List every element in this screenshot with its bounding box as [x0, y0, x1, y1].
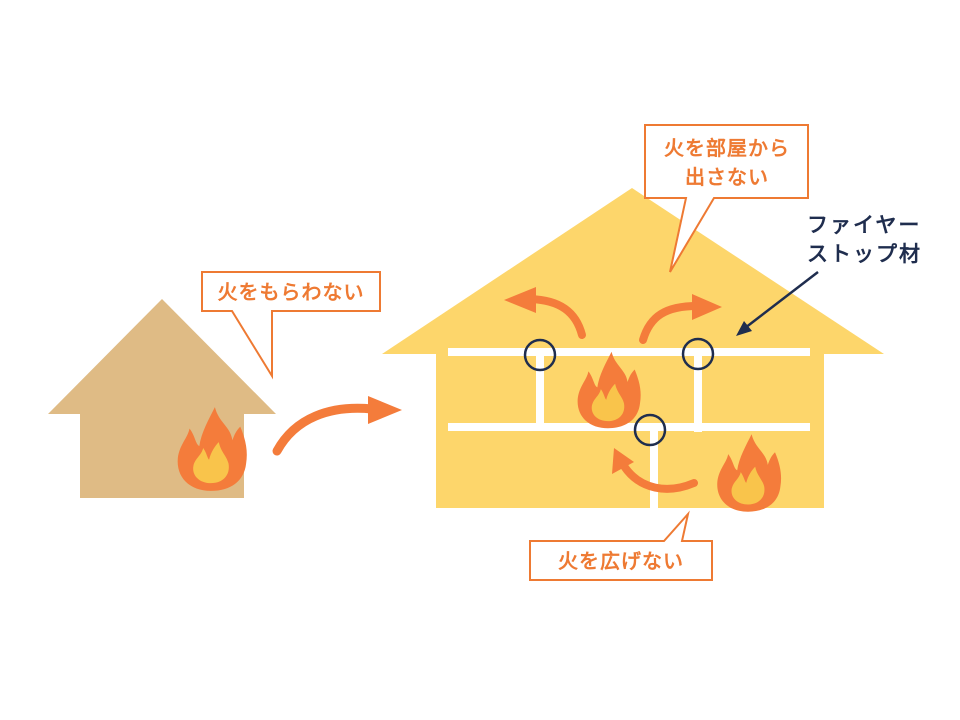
firestop-circle — [681, 337, 715, 371]
callout-no-catch-fire-text: 火をもらわない — [218, 280, 365, 304]
firestop-label-line1: ファイヤー — [807, 213, 921, 237]
house-frame — [448, 348, 810, 508]
callout-no-exit-room-line1: 火を部屋から — [664, 136, 790, 160]
callout-no-exit-room-line2: 出さない — [685, 165, 769, 189]
lower-left-arrow — [612, 448, 698, 493]
callout-no-spread-text: 火を広げない — [558, 549, 684, 573]
arrow-icon — [504, 287, 536, 313]
upward-right-arrow — [639, 294, 722, 344]
callout-no-exit-room: 火を部屋から 出さない — [644, 124, 809, 273]
arrow-icon — [368, 396, 402, 424]
callout-no-spread: 火を広げない — [529, 510, 713, 581]
firestop-label-line2: ストップ材 — [807, 242, 922, 266]
firestop-circle — [633, 413, 667, 447]
arrow-icon — [692, 294, 722, 320]
large-house-roof — [382, 188, 884, 354]
arrow-icon — [612, 448, 634, 474]
firestop-pointer — [736, 271, 819, 336]
firestop-circle — [523, 338, 557, 372]
upward-left-arrow — [504, 287, 586, 339]
callout-no-catch-fire: 火をもらわない — [201, 271, 381, 380]
small-house-roof — [48, 299, 276, 414]
spread-arrow — [272, 396, 402, 456]
